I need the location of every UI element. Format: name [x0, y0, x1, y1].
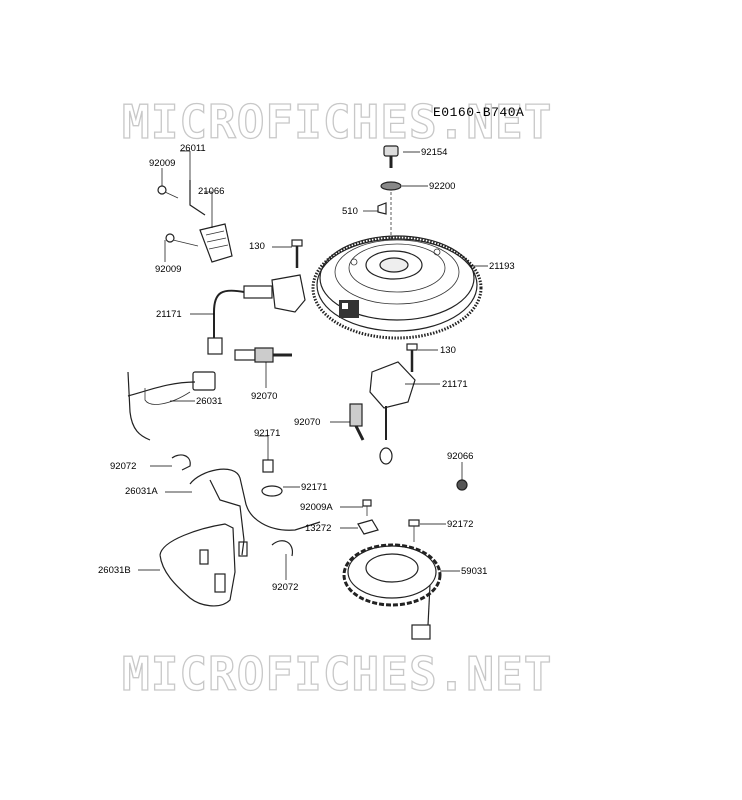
label-92072-top[interactable]: 92072	[110, 461, 136, 472]
label-92070-right[interactable]: 92070	[294, 417, 320, 428]
label-92072-bottom[interactable]: 92072	[272, 582, 298, 593]
bracket-13272-part[interactable]	[357, 519, 379, 535]
label-26011[interactable]: 26011	[180, 143, 206, 154]
label-92171-right[interactable]: 92171	[301, 482, 327, 493]
bolt-130-right-part[interactable]	[406, 343, 418, 372]
label-510[interactable]: 510	[342, 206, 358, 217]
label-21066[interactable]: 21066	[198, 186, 224, 197]
part-labels: 26011 92009 21066 92009 130 21171 92070 …	[98, 143, 515, 593]
stator-59031-part[interactable]	[342, 543, 442, 640]
label-92066[interactable]: 92066	[447, 451, 473, 462]
screw-92009-top-part[interactable]	[157, 185, 179, 199]
label-92200[interactable]: 92200	[429, 181, 455, 192]
harness-26031b-part[interactable]	[159, 523, 236, 607]
label-92070-left[interactable]: 92070	[251, 391, 277, 402]
bolt-130-left-part[interactable]	[291, 239, 303, 268]
ignition-coil-left-part[interactable]	[207, 274, 306, 355]
ignition-coil-right-part[interactable]	[369, 361, 416, 465]
screw-92009a-part[interactable]	[362, 499, 372, 516]
label-92172[interactable]: 92172	[447, 519, 473, 530]
ignition-module-part[interactable]	[199, 223, 233, 263]
label-92009-bottom[interactable]: 92009	[155, 264, 181, 275]
wire-26011-part[interactable]	[189, 180, 206, 216]
terminal-92171-right-part[interactable]	[261, 485, 283, 497]
label-92009a[interactable]: 92009A	[300, 502, 333, 513]
label-21171-right[interactable]: 21171	[442, 379, 468, 390]
clamp-92072-top-part[interactable]	[171, 454, 191, 471]
watermark-top: MICROFICHES.NET	[122, 95, 552, 149]
spark-plug-right-part[interactable]	[349, 403, 365, 441]
label-92009-top[interactable]: 92009	[149, 158, 175, 169]
harness-26031-part[interactable]	[127, 371, 216, 441]
terminal-92171-top-part[interactable]	[262, 459, 274, 473]
nut-92066-part[interactable]	[456, 479, 468, 491]
watermark-bottom: MICROFICHES.NET	[122, 647, 552, 701]
diagram-code: E0160-B740A	[433, 105, 524, 120]
bolt-92172-part[interactable]	[408, 519, 420, 542]
label-130-right[interactable]: 130	[440, 345, 456, 356]
label-26031b[interactable]: 26031B	[98, 565, 131, 576]
leader-lines	[138, 150, 488, 580]
label-13272[interactable]: 13272	[305, 523, 331, 534]
label-92154[interactable]: 92154	[421, 147, 447, 158]
label-21193[interactable]: 21193	[489, 261, 515, 272]
label-59031[interactable]: 59031	[461, 566, 487, 577]
label-26031[interactable]: 26031	[196, 396, 222, 407]
key-510-part[interactable]	[377, 202, 387, 215]
harness-26031a-part[interactable]	[189, 468, 321, 557]
label-21171-left[interactable]: 21171	[156, 309, 182, 320]
label-130-left[interactable]: 130	[249, 241, 265, 252]
washer-92200-part[interactable]	[380, 181, 402, 191]
bolt-92154-part[interactable]	[383, 145, 399, 168]
clamp-92072-bottom-part[interactable]	[271, 540, 294, 557]
flywheel-part[interactable]	[311, 235, 483, 340]
screw-92009-bottom-part[interactable]	[165, 233, 199, 247]
label-92171-top[interactable]: 92171	[254, 428, 280, 439]
label-26031a[interactable]: 26031A	[125, 486, 158, 497]
spark-plug-left-part[interactable]	[234, 347, 292, 363]
